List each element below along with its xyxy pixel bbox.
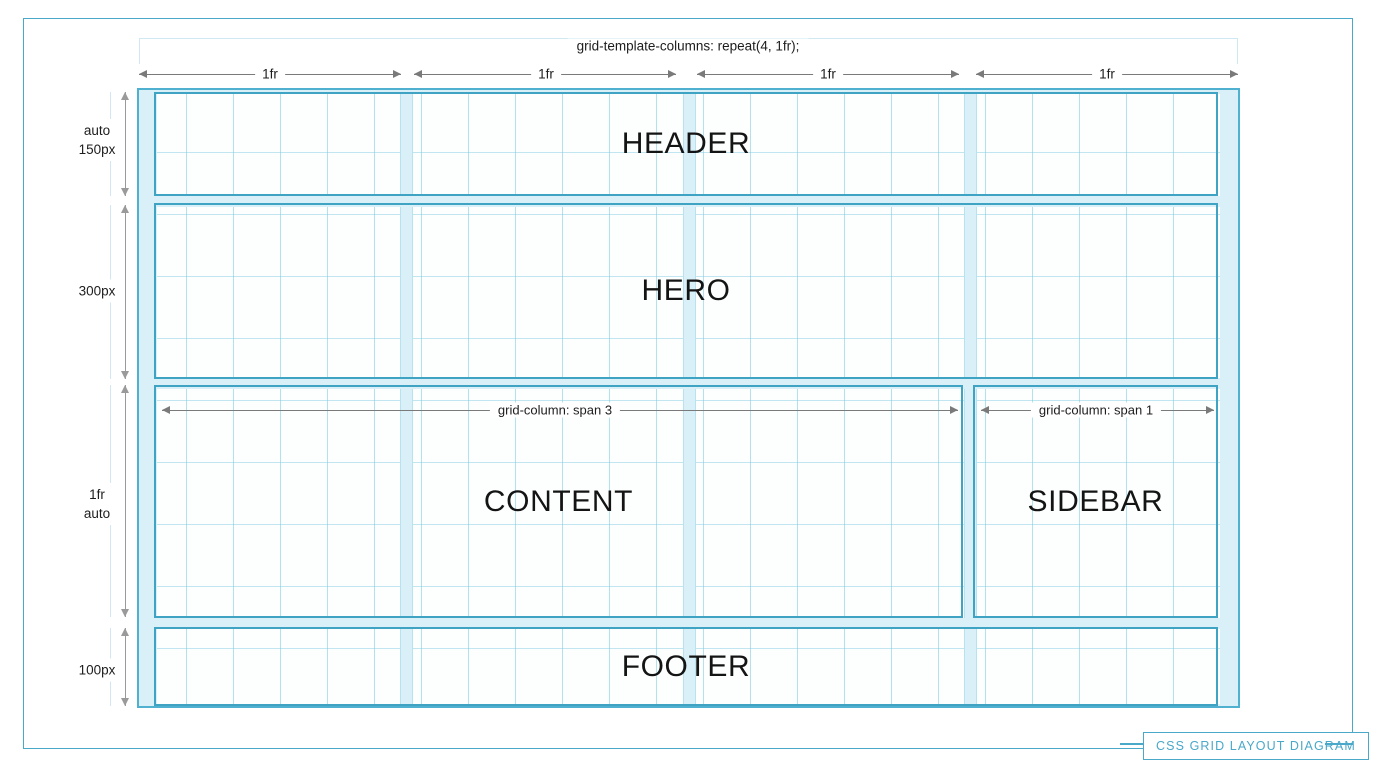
row-track-label-4: 100px: [72, 658, 122, 682]
grid-padding-right: [1220, 90, 1238, 706]
columns-declaration-label: grid-template-columns: repeat(4, 1fr);: [567, 38, 809, 54]
column-track-label-1: 1fr: [255, 66, 285, 82]
grid-area-sidebar-label: SIDEBAR: [1027, 484, 1164, 518]
row-track-label-3: 1fr auto: [77, 483, 117, 525]
row-track-label-1-line2: 150px: [78, 142, 116, 157]
grid-padding-left: [139, 90, 157, 706]
row-track-label-1-line1: auto: [83, 123, 111, 138]
grid-area-hero[interactable]: HERO: [154, 203, 1218, 379]
grid-area-header[interactable]: HEADER: [154, 92, 1218, 196]
badge-connector-left: [1120, 743, 1145, 745]
column-track-label-2: 1fr: [531, 66, 561, 82]
row-dimension-line-4: [121, 628, 129, 706]
row-track-label-4-line1: 100px: [78, 662, 116, 678]
grid-area-content-label: CONTENT: [483, 484, 634, 518]
column-track-label-3: 1fr: [813, 66, 843, 82]
column-gutter-2: [683, 90, 696, 706]
row-gutter-3: [139, 618, 1238, 629]
row-gutter-1: [139, 196, 1238, 207]
row-track-label-1: auto 150px: [72, 119, 122, 161]
grid-area-content[interactable]: CONTENT: [154, 385, 963, 618]
row-dimension-line-2: [121, 205, 129, 379]
row-dimension-line-3: [121, 385, 129, 617]
column-track-label-4: 1fr: [1092, 66, 1122, 82]
row-gutter-2: [139, 378, 1238, 389]
diagram-outer-frame: [23, 18, 1353, 749]
grid-area-footer-label: FOOTER: [621, 649, 751, 683]
row-track-label-2-line1: 300px: [78, 283, 116, 299]
grid-area-header-label: HEADER: [621, 127, 751, 160]
content-span-label: grid-column: span 3: [489, 402, 621, 418]
diagram-title-badge: CSS GRID LAYOUT DIAGRAM: [1143, 732, 1369, 760]
grid-area-footer[interactable]: FOOTER: [154, 627, 1218, 706]
grid-area-sidebar[interactable]: SIDEBAR: [973, 385, 1218, 618]
column-gutter-1: [400, 90, 413, 706]
badge-connector-right: [1325, 743, 1353, 745]
grid-area-hero-label: HERO: [641, 274, 731, 307]
row-track-label-3-line2: auto: [83, 506, 111, 521]
sidebar-span-label: grid-column: span 1: [1030, 402, 1162, 418]
row-track-label-3-line1: 1fr: [89, 487, 105, 502]
row-dimension-line-1: [121, 92, 129, 196]
row-track-label-2: 300px: [72, 279, 122, 303]
